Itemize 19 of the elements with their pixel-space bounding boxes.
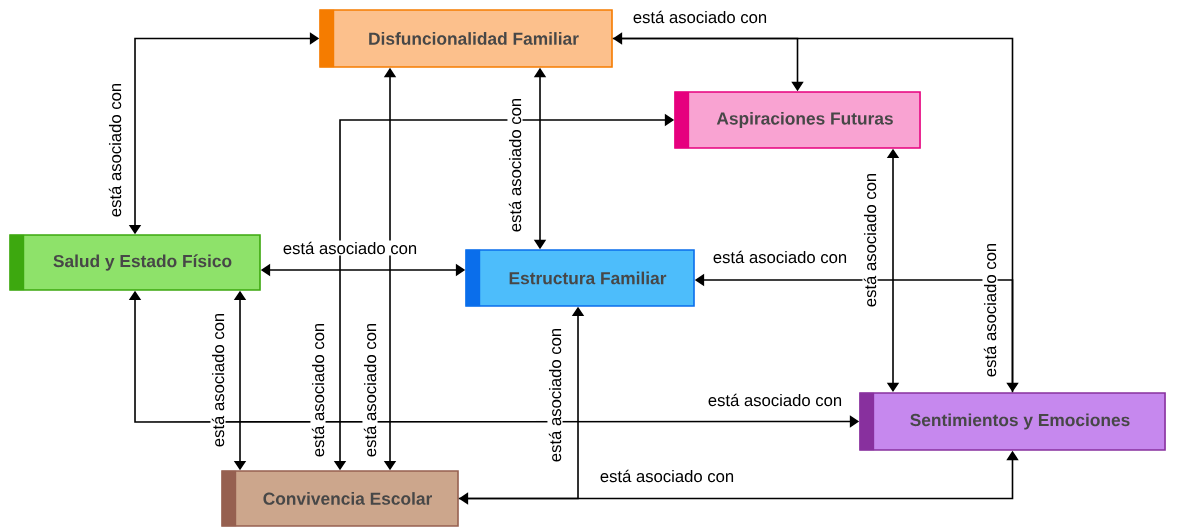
- edge-label: está asociado con: [310, 321, 326, 459]
- process-box: Estructura Familiar: [465, 249, 695, 307]
- edge-label: está asociado con: [706, 392, 844, 408]
- edge-label: está asociado con: [507, 96, 523, 234]
- process-box: Aspiraciones Futuras: [674, 91, 921, 149]
- edge-label: está asociado con: [210, 311, 226, 449]
- process-box: Disfuncionalidad Familiar: [319, 9, 613, 68]
- process-box: Convivencia Escolar: [221, 470, 459, 527]
- edge-label: está asociado con: [631, 9, 769, 25]
- edge-label: está asociado con: [982, 241, 998, 379]
- edge-label: está asociado con: [862, 171, 878, 309]
- edge-label: está asociado con: [711, 249, 849, 265]
- edge-label: está asociado con: [107, 81, 123, 219]
- edge-label: está asociado con: [547, 326, 563, 464]
- edge-label: está asociado con: [281, 240, 419, 256]
- process-box: Sentimientos y Emociones: [859, 392, 1166, 451]
- process-box: Salud y Estado Físico: [9, 234, 261, 291]
- edge-label: está asociado con: [362, 321, 378, 459]
- edge-label: está asociado con: [598, 468, 736, 484]
